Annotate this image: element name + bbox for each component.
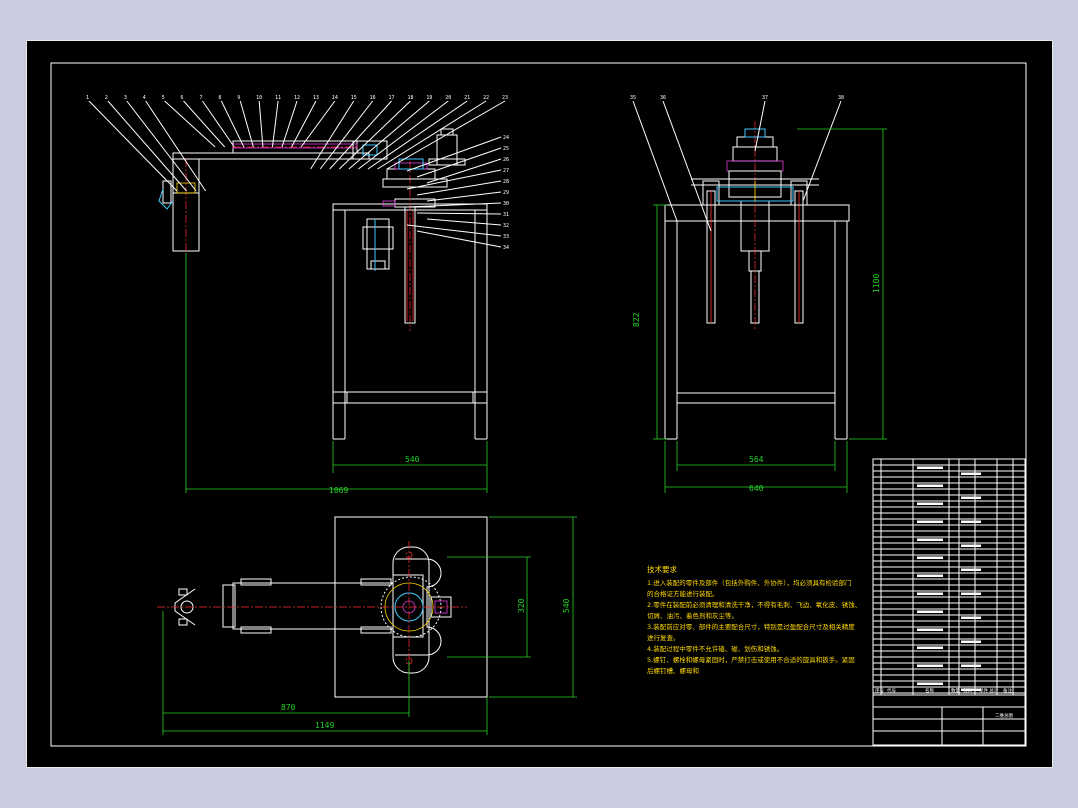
dim-arm-length: 870 bbox=[281, 703, 296, 712]
balloon-label: 37 bbox=[762, 95, 768, 101]
balloon-label: 18 bbox=[407, 95, 413, 101]
balloon-label: 17 bbox=[389, 95, 395, 101]
note-line: 5.螺钉、螺栓和螺母紧固时，严禁打击或使用不合适的旋具和扳手。紧固 bbox=[647, 655, 855, 664]
note-line: 1.进入装配的零件及部件（包括外购件、外协件），均必须具有检验部门 bbox=[647, 578, 851, 587]
title-block: 二维总图 序号代号 名称 数量材料单件 总计备注 bbox=[872, 458, 1026, 746]
balloon-label: 14 bbox=[332, 95, 338, 101]
dim-height-total: 1100 bbox=[872, 274, 881, 293]
balloon-label: 16 bbox=[370, 95, 376, 101]
bom-header-cell: 名称 bbox=[925, 687, 934, 694]
bom-header-cell: 序号 bbox=[875, 687, 884, 694]
balloon-label: 36 bbox=[660, 95, 666, 101]
balloon-label: 15 bbox=[351, 95, 357, 101]
balloon-label: 2 bbox=[105, 95, 108, 101]
bom-header-cell: 备注 bbox=[1003, 687, 1012, 694]
notes-title: 技术要求 bbox=[647, 564, 677, 574]
balloon-label: 30 bbox=[503, 201, 509, 207]
balloon-label: 22 bbox=[483, 95, 489, 101]
drawing-border bbox=[50, 62, 1027, 747]
balloon-label: 23 bbox=[502, 95, 508, 101]
balloon-label: 11 bbox=[275, 95, 281, 101]
balloon-label: 19 bbox=[426, 95, 432, 101]
balloon-label: 12 bbox=[294, 95, 300, 101]
balloon-label: 28 bbox=[503, 179, 509, 185]
front-dims: 540 1069 bbox=[185, 253, 488, 495]
drawing-title: 二维总图 bbox=[995, 712, 1013, 719]
note-line: 后螺钉槽、螺母和 bbox=[647, 666, 699, 675]
bom-header-cell: 材料 bbox=[963, 687, 972, 694]
side-view bbox=[664, 121, 850, 440]
balloon-label: 27 bbox=[503, 168, 509, 174]
dim-reach: 1069 bbox=[329, 486, 348, 495]
dim-depth-outer: 540 bbox=[562, 598, 571, 613]
dim-width-inner: 564 bbox=[749, 455, 764, 464]
balloon-label: 29 bbox=[503, 190, 509, 196]
balloon-label: 26 bbox=[503, 157, 509, 163]
balloon-label: 10 bbox=[256, 95, 262, 101]
balloon-label: 4 bbox=[143, 95, 146, 101]
front-view bbox=[158, 128, 488, 440]
balloon-label: 38 bbox=[838, 95, 844, 101]
note-line: 4.装配过程中零件不允许磕、碰、划伤和锈蚀。 bbox=[647, 644, 783, 653]
top-dims: 540 320 870 1149 bbox=[162, 516, 577, 735]
dim-width-outer: 640 bbox=[749, 484, 764, 493]
balloon-label: 21 bbox=[464, 95, 470, 101]
note-line: 3.装配前应对零、部件的主要配合尺寸，特别是过盈配合尺寸及相关精度 bbox=[647, 622, 855, 631]
balloon-label: 6 bbox=[181, 95, 184, 101]
balloon-label: 7 bbox=[199, 95, 202, 101]
balloon-label: 32 bbox=[503, 223, 509, 229]
balloon-label: 31 bbox=[503, 212, 509, 218]
side-balloons: 35 36 37 38 bbox=[630, 95, 844, 232]
balloon-label: 13 bbox=[313, 95, 319, 101]
note-line: 切屑、油污、着色剂和灰尘等。 bbox=[647, 611, 738, 620]
balloon-label: 20 bbox=[445, 95, 451, 101]
balloon-label: 24 bbox=[503, 135, 509, 141]
balloon-label: 5 bbox=[162, 95, 165, 101]
balloon-label: 35 bbox=[630, 95, 636, 101]
balloon-label: 3 bbox=[124, 95, 127, 101]
side-dims: 822 1100 564 640 bbox=[632, 128, 887, 493]
dim-total-length: 1149 bbox=[315, 721, 334, 730]
note-line: 2.零件在装配前必须清理和清洗干净，不得有毛刺、飞边、氧化皮、锈蚀、 bbox=[647, 600, 861, 609]
technical-notes: 技术要求 1.进入装配的零件及部件（包括外购件、外协件），均必须具有检验部门的合… bbox=[647, 564, 861, 675]
bom-header-cell: 单件 总计 bbox=[979, 687, 999, 694]
dim-depth-inner: 320 bbox=[517, 598, 526, 613]
bom-header-cell: 数量 bbox=[951, 687, 960, 694]
dim-height-inner: 822 bbox=[632, 312, 641, 327]
balloon-label: 8 bbox=[218, 95, 221, 101]
balloon-label: 25 bbox=[503, 146, 509, 152]
balloon-label: 1 bbox=[86, 95, 89, 101]
balloon-label: 33 bbox=[503, 234, 509, 240]
bom-header-cell: 代号 bbox=[887, 687, 896, 694]
dim-table-width: 540 bbox=[405, 455, 420, 464]
note-line: 的合格证方能进行装配。 bbox=[647, 589, 719, 598]
balloon-label: 9 bbox=[237, 95, 240, 101]
top-view bbox=[157, 516, 488, 698]
note-line: 进行复查。 bbox=[647, 633, 680, 642]
balloon-label: 34 bbox=[503, 245, 509, 251]
